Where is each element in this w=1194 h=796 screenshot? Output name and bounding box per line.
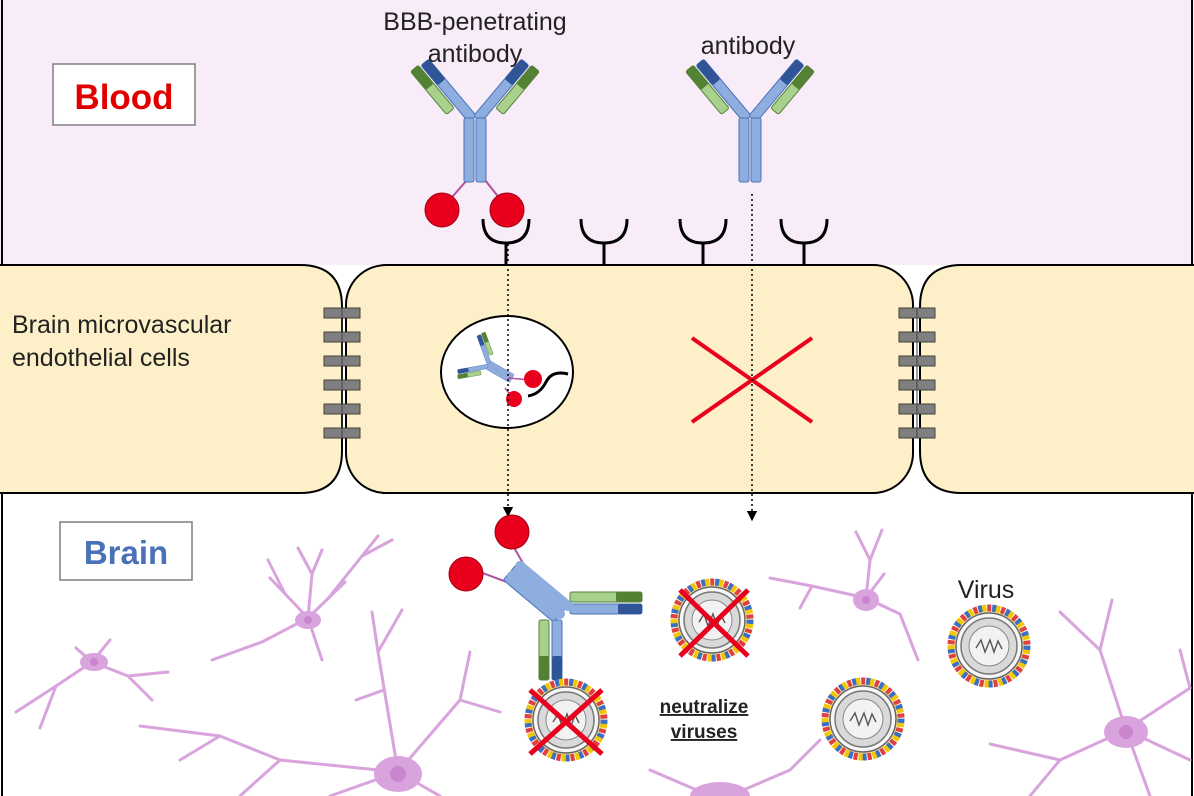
ligand-dot	[489, 192, 525, 228]
endothelial-cell-right	[919, 264, 1194, 494]
bbb-antibody-label-line1: BBB-penetrating	[383, 8, 566, 36]
neutralized-virus	[528, 682, 604, 758]
bbb-penetrating-antibody	[410, 57, 540, 228]
neutralize-label-line1: neutralize	[660, 697, 749, 718]
virus	[951, 608, 1027, 684]
neuron	[14, 638, 170, 730]
neuron	[138, 608, 502, 796]
brain-label-box	[59, 521, 193, 581]
endothelial-cell-center	[345, 264, 914, 494]
endothelial-cell-left	[0, 264, 343, 494]
ligand-dot	[448, 556, 484, 592]
ligand-dot	[424, 192, 460, 228]
brain-antibody	[448, 514, 643, 681]
neutralize-label-line2: viruses	[671, 722, 738, 743]
blood-region	[0, 0, 1194, 265]
antibody-label: antibody	[701, 32, 796, 60]
ligand-dot	[494, 514, 530, 550]
neurons	[14, 528, 1192, 796]
neuron	[768, 528, 920, 662]
endothelial-label-line1: Brain microvascular	[12, 311, 232, 339]
endothelial-label-line2: endothelial cells	[12, 344, 190, 372]
neutralized-virus	[674, 582, 750, 658]
neuron	[210, 534, 394, 662]
blood-label-box	[52, 63, 196, 126]
transcytosis-vesicle	[440, 315, 574, 429]
virus	[825, 681, 901, 757]
neuron	[988, 598, 1192, 796]
brain-label: Brain	[84, 534, 168, 571]
neuron	[648, 738, 822, 796]
bbb-antibody-label-line2: antibody	[428, 40, 523, 68]
blood-label: Blood	[74, 78, 173, 117]
virus-label: Virus	[958, 576, 1015, 604]
